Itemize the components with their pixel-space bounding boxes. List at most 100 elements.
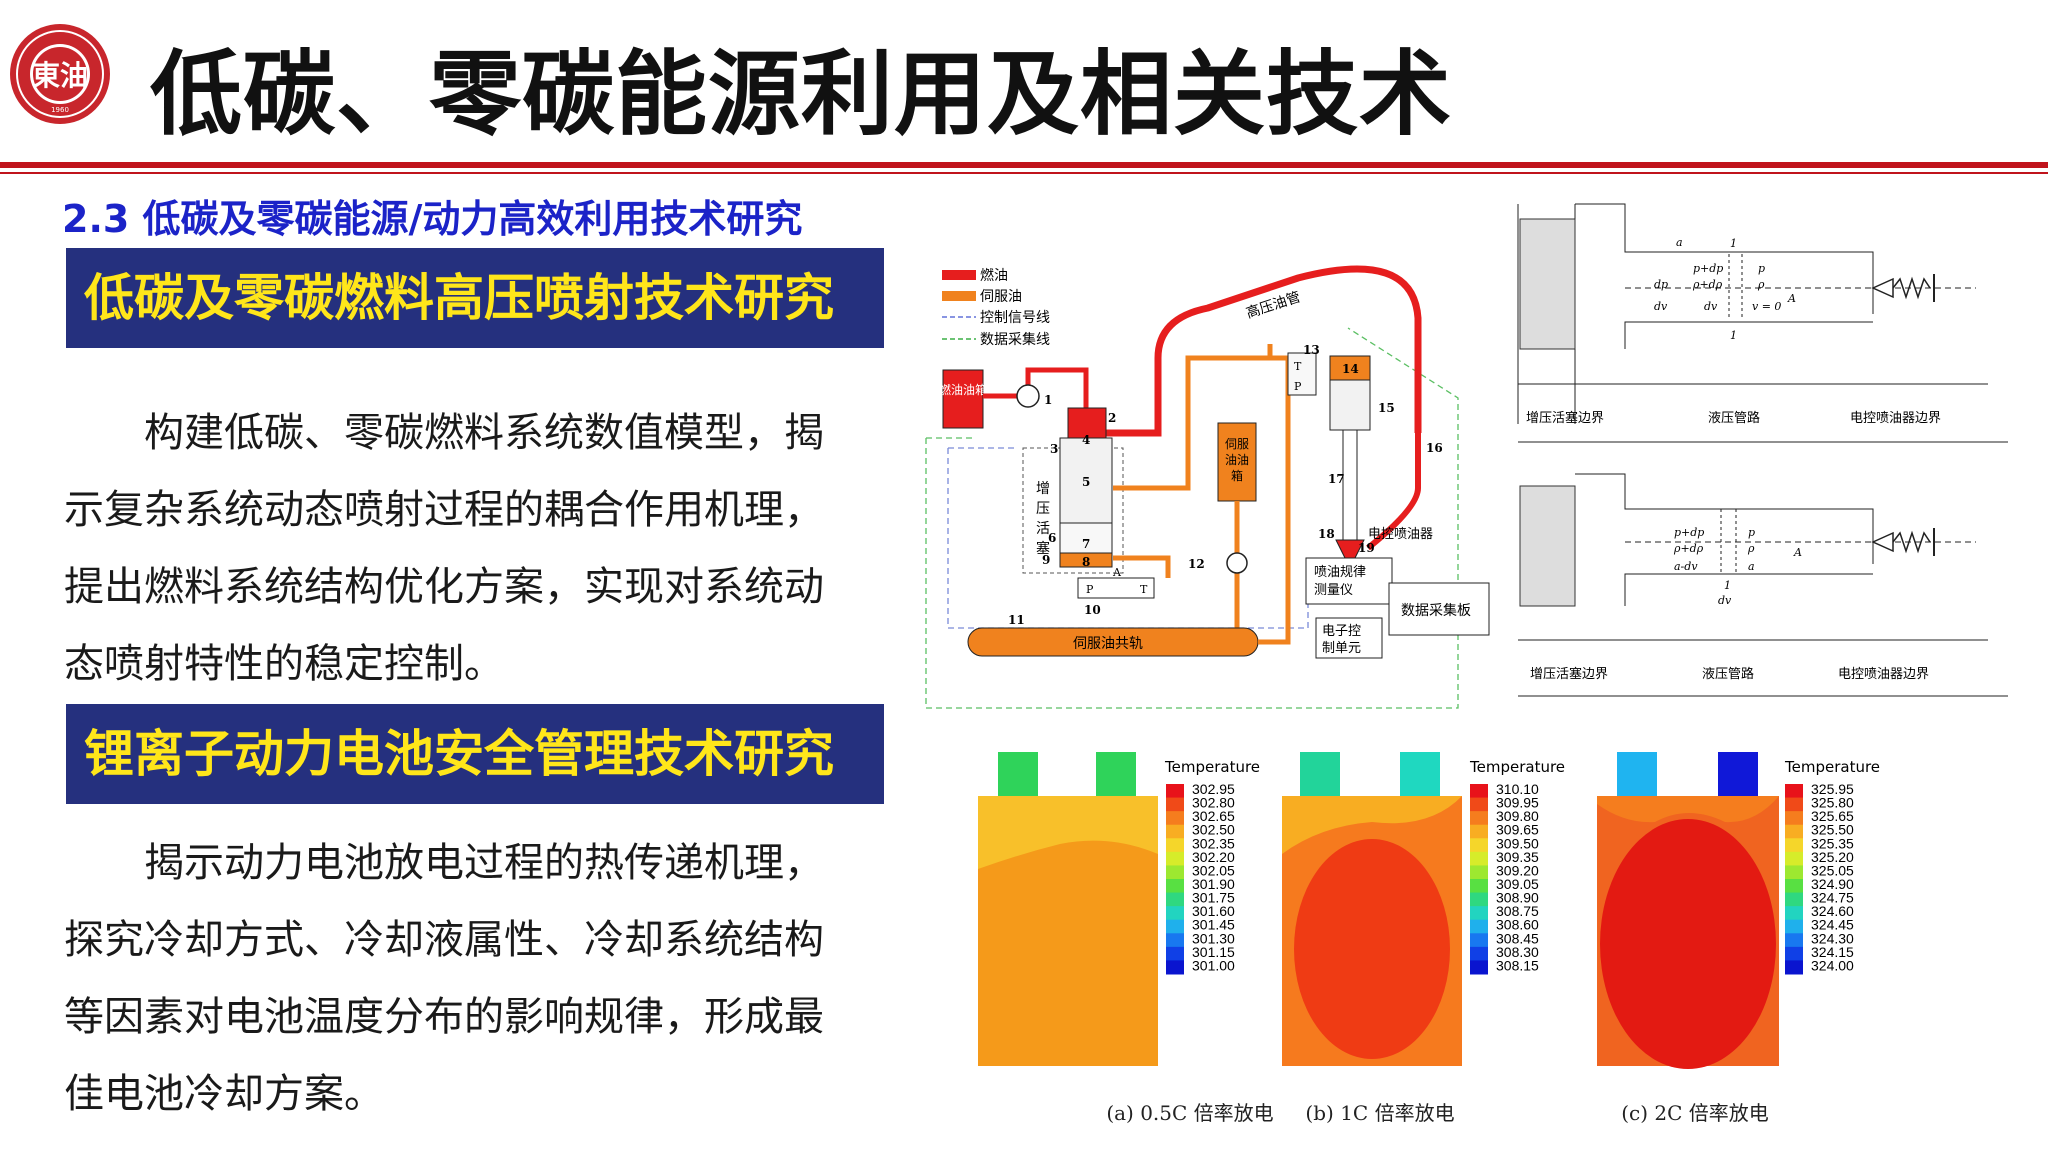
thermal-panel-c: Temperature 325.95325.80325.65325.50325.… xyxy=(1597,752,1880,1125)
colorbar-swatch xyxy=(1470,933,1488,948)
section-title: 2.3 低碳及零碳能源/动力高效利用技术研究 xyxy=(62,197,803,241)
boundary-label: 液压管路 xyxy=(1708,410,1760,426)
colorbar-swatch xyxy=(1166,906,1184,921)
component-number: 1 xyxy=(1044,393,1052,407)
pump-1 xyxy=(1016,384,1040,408)
paragraph-line: 揭示动力电池放电过程的热传递机理， xyxy=(144,840,824,886)
component-number: 13 xyxy=(1303,343,1320,357)
colorbar-tick-label: 301.30 xyxy=(1192,930,1235,946)
colorbar-tick-label: 308.45 xyxy=(1496,930,1539,946)
topic-paragraph-battery: 揭示动力电池放电过程的热传递机理， 探究冷却方式、冷却液属性、冷却系统结构 等因… xyxy=(64,825,884,1133)
ecu-label: 电子控制单元 xyxy=(1322,624,1361,656)
cell-gradient xyxy=(978,796,1158,869)
colorbar-swatch xyxy=(1785,865,1803,880)
colorbar-swatch xyxy=(1470,892,1488,907)
cell-gradient xyxy=(1597,796,1779,823)
panel-caption: (c) 2C 倍率放电 xyxy=(1621,1101,1769,1125)
thermal-panel-a: Temperature 302.95302.80302.65302.50302.… xyxy=(978,752,1274,1125)
colorbar-swatch xyxy=(1166,851,1184,866)
paragraph-line: 示复杂系统动态喷射过程的耦合作用机理， xyxy=(64,487,824,533)
colorbar-swatch xyxy=(1470,797,1488,812)
colorbar-swatch xyxy=(1785,879,1803,894)
colorbar-tick-label: 325.35 xyxy=(1811,835,1854,851)
colorbar-swatch xyxy=(1470,865,1488,880)
valve-letter: A xyxy=(1112,566,1122,579)
colorbar-tick-label: 302.65 xyxy=(1192,808,1235,824)
model-symbol: ρ xyxy=(1757,278,1765,291)
colorbar-swatch xyxy=(1785,824,1803,839)
legend-title: Temperature xyxy=(1164,758,1260,776)
boundary-label: 增压活塞边界 xyxy=(1530,666,1608,682)
component-number: 10 xyxy=(1084,603,1101,617)
legend-label: 数据采集线 xyxy=(980,331,1050,348)
paragraph-line: 提出燃料系统结构优化方案，实现对系统动 xyxy=(64,564,824,610)
model-symbol: 1 xyxy=(1730,237,1737,250)
meter-box xyxy=(1305,557,1393,605)
colorbar-swatch xyxy=(1470,879,1488,894)
servo-tank-label: 伺服油油箱 xyxy=(1225,437,1249,483)
colorbar-tick-label: 301.60 xyxy=(1192,903,1235,919)
boundary-label: 液压管路 xyxy=(1702,666,1754,682)
colorbar-tick-label: 302.20 xyxy=(1192,849,1235,865)
colorbar-swatch xyxy=(1785,838,1803,853)
model-symbol: ρ+dρ xyxy=(1673,542,1704,555)
colorbar-swatch xyxy=(1470,946,1488,961)
colorbar-tick-label: 325.20 xyxy=(1811,849,1854,865)
colorbar-tick-label: 309.05 xyxy=(1496,876,1539,892)
valve-letter: T xyxy=(1294,360,1302,373)
component-number: 16 xyxy=(1426,441,1443,455)
boundary-label: 电控喷油器边界 xyxy=(1838,667,1929,682)
component-number: 8 xyxy=(1082,555,1090,569)
colorbar-tick-label: 302.50 xyxy=(1192,822,1235,838)
colorbar-tick-label: 324.75 xyxy=(1811,890,1854,906)
model-symbol: p xyxy=(1758,262,1765,275)
colorbar-tick-label: 325.80 xyxy=(1811,795,1854,811)
model-symbol: A xyxy=(1787,292,1796,305)
paragraph-line: 构建低碳、零碳燃料系统数值模型，揭 xyxy=(144,410,824,456)
colorbar-swatch xyxy=(1470,838,1488,853)
colorbar-tick-label: 308.60 xyxy=(1496,917,1539,933)
panel-caption: (a) 0.5C 倍率放电 xyxy=(1106,1101,1273,1125)
colorbar-swatch xyxy=(1785,946,1803,961)
colorbar-swatch xyxy=(1166,892,1184,907)
colorbar-tick-label: 302.80 xyxy=(1192,795,1235,811)
valve-letter: T xyxy=(1140,583,1148,596)
colorbar-b: 310.10309.95309.80309.65309.50309.35309.… xyxy=(1470,781,1539,975)
colorbar-tick-label: 309.95 xyxy=(1496,795,1539,811)
colorbar-tick-label: 324.15 xyxy=(1811,944,1854,960)
colorbar-tick-label: 325.50 xyxy=(1811,822,1854,838)
colorbar-swatch xyxy=(1470,851,1488,866)
colorbar-tick-label: 301.15 xyxy=(1192,944,1235,960)
colorbar-tick-label: 309.80 xyxy=(1496,808,1539,824)
component-number: 7 xyxy=(1082,537,1090,551)
legend-swatch-servo xyxy=(942,291,976,301)
header-rule xyxy=(0,162,2048,168)
paragraph-line: 佳电池冷却方案。 xyxy=(64,1071,384,1117)
cell-hotspot xyxy=(1600,819,1776,1069)
model-symbol: p+dp xyxy=(1674,526,1704,539)
colorbar-swatch xyxy=(1785,960,1803,975)
cell-hotspot xyxy=(1294,839,1450,1059)
model-symbol: dv xyxy=(1718,594,1732,607)
colorbar-tick-label: 301.75 xyxy=(1192,890,1235,906)
component-number: 15 xyxy=(1378,401,1395,415)
colorbar-tick-label: 302.05 xyxy=(1192,862,1235,878)
ecu-box xyxy=(1315,617,1383,659)
injection-system-diagram: 燃油 伺服油 控制信号线 数据采集线 燃油油箱 高压油管 增压活塞 伺服油油箱 … xyxy=(925,265,1490,709)
component-number: 19 xyxy=(1358,541,1375,555)
colorbar-swatch xyxy=(1470,811,1488,826)
model-symbol: dv xyxy=(1704,300,1718,313)
component-number: 11 xyxy=(1008,613,1025,627)
logo-year: 1960 xyxy=(51,106,69,114)
legend-label: 伺服油 xyxy=(980,289,1022,305)
tab-right xyxy=(1400,752,1440,796)
valve-letter: P xyxy=(1086,583,1094,596)
colorbar-tick-label: 309.35 xyxy=(1496,849,1539,865)
colorbar-swatch xyxy=(1166,865,1184,880)
legend-label: 燃油 xyxy=(980,267,1008,284)
piston-hatch xyxy=(1519,218,1576,350)
colorbar-tick-label: 301.00 xyxy=(1192,957,1235,973)
model-symbol: dp xyxy=(1654,278,1668,291)
model-symbol: a-dv xyxy=(1674,560,1698,573)
fuel-tank-label: 燃油油箱 xyxy=(939,382,987,397)
